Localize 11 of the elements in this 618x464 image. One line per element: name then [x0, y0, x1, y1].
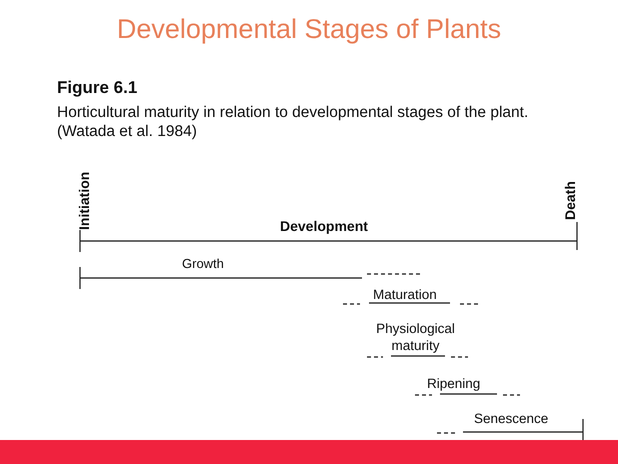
stage-label: Death — [562, 181, 579, 220]
stage-label: Maturation — [373, 287, 437, 304]
stage-label: Senescence — [474, 411, 548, 428]
figure-caption: Horticultural maturity in relation to developmental stages of the plant. (Watada et al. 1984) — [57, 103, 530, 142]
figure-number: Figure 6.1 — [57, 77, 138, 98]
stage-label: Ripening — [427, 376, 480, 393]
slide-title: Developmental Stages of Plants — [116, 14, 502, 45]
stage-label: Growth — [182, 256, 224, 272]
stage-label: Initiation — [76, 172, 93, 230]
stage-label: Physiological maturity — [375, 321, 456, 355]
stage-label: Development — [280, 218, 368, 236]
